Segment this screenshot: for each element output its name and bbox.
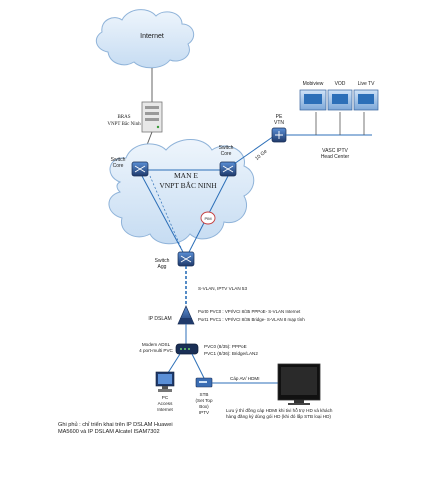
live-tv-label: Live TV bbox=[358, 81, 376, 87]
bras-label: BRAS bbox=[117, 115, 130, 120]
live-tv-server-icon bbox=[353, 89, 379, 111]
stb-label: STB bbox=[200, 392, 209, 397]
pe-router-icon bbox=[271, 127, 287, 143]
tv-note: Lưu ý thì đồng cáp HDMI khi tivi hỗ trợ … bbox=[226, 408, 333, 419]
pc-sublabel-2: Internet bbox=[157, 407, 173, 412]
internet-cloud-icon bbox=[95, 9, 195, 69]
stb-sublabel-2: Box) bbox=[199, 404, 209, 409]
man-e-sublabel: VNPT BẮC NINH bbox=[159, 180, 217, 190]
vod-label: VOD bbox=[335, 81, 346, 87]
switch-core-left-label: Switch bbox=[111, 157, 126, 163]
svlan-label: S-VLAN, IPTV VLAN 53 bbox=[198, 286, 247, 291]
cable-label: Cáp AV/ HDMI bbox=[230, 376, 260, 381]
switch-agg-sublabel: Agg bbox=[158, 264, 167, 270]
pvc0-label: PVC0 (8/35): PPPoE bbox=[204, 344, 247, 349]
switch-core-right-sublabel: Core bbox=[221, 151, 232, 157]
ten-ge-label: 10 Ge bbox=[254, 148, 268, 161]
vasc-label: VASC IPTV bbox=[322, 148, 348, 154]
pvc1-label: PVC1 (8/36): Bridge/LAN2 bbox=[204, 351, 258, 356]
ring-link-icon bbox=[200, 211, 216, 225]
modem-sublabel: 4 port-multi PVC bbox=[139, 348, 173, 353]
vasc-sublabel: Head Center bbox=[321, 154, 350, 160]
bras-sublabel: VNPT Bắc Ninh bbox=[107, 121, 141, 127]
core-pe-link bbox=[233, 135, 275, 165]
port0-label: Port0 PVC0 : VPI/VCI 8/35 PPPoE- S-VLAN … bbox=[198, 309, 301, 314]
port1-label: Port1 PVC1 : VPI/VCI 8/36 Bridge- S-VLAN… bbox=[198, 317, 305, 322]
footer-note: Ghi phủ : chỉ triển khai trên IP DSLAM H… bbox=[58, 422, 173, 436]
switch-core-right-label: Switch bbox=[219, 145, 234, 151]
switch-core-left-sublabel: Core bbox=[113, 163, 124, 169]
modem-label: Modem ADSL bbox=[142, 342, 171, 347]
switch-core-left-icon bbox=[131, 161, 149, 177]
pc-label: PC bbox=[162, 395, 169, 400]
stb-sublabel: (Set Top bbox=[195, 398, 212, 403]
man-e-cloud-icon bbox=[108, 139, 255, 245]
bras-server-icon bbox=[141, 101, 163, 133]
mobiview-server-icon bbox=[299, 89, 327, 111]
vod-server-icon bbox=[327, 89, 353, 111]
stb-sublabel-3: IPTV bbox=[199, 410, 210, 415]
modem-stb-link bbox=[191, 353, 205, 379]
mobiview-label: Mobiview bbox=[303, 81, 324, 87]
television-icon bbox=[277, 363, 321, 405]
core-left-agg-link bbox=[141, 175, 185, 255]
switch-agg-label: Switch bbox=[155, 258, 170, 264]
man-e-label: MAN E bbox=[174, 171, 198, 180]
internet-label: Internet bbox=[140, 33, 164, 40]
ip-dslam-icon bbox=[177, 305, 195, 325]
pc-sublabel: Access bbox=[158, 401, 174, 406]
switch-core-right-icon bbox=[219, 161, 237, 177]
core-agg-dashed-link bbox=[149, 175, 183, 251]
ip-dslam-label: IP DSLAM bbox=[148, 316, 171, 322]
pc-icon bbox=[155, 371, 175, 392]
pe-sublabel: VTN bbox=[274, 120, 284, 126]
pe-label: PE bbox=[276, 114, 283, 120]
set-top-box-icon bbox=[195, 377, 213, 388]
ring-link-label: PIM bbox=[204, 216, 211, 221]
switch-agg-icon bbox=[177, 251, 195, 267]
modem-icon bbox=[175, 343, 199, 355]
